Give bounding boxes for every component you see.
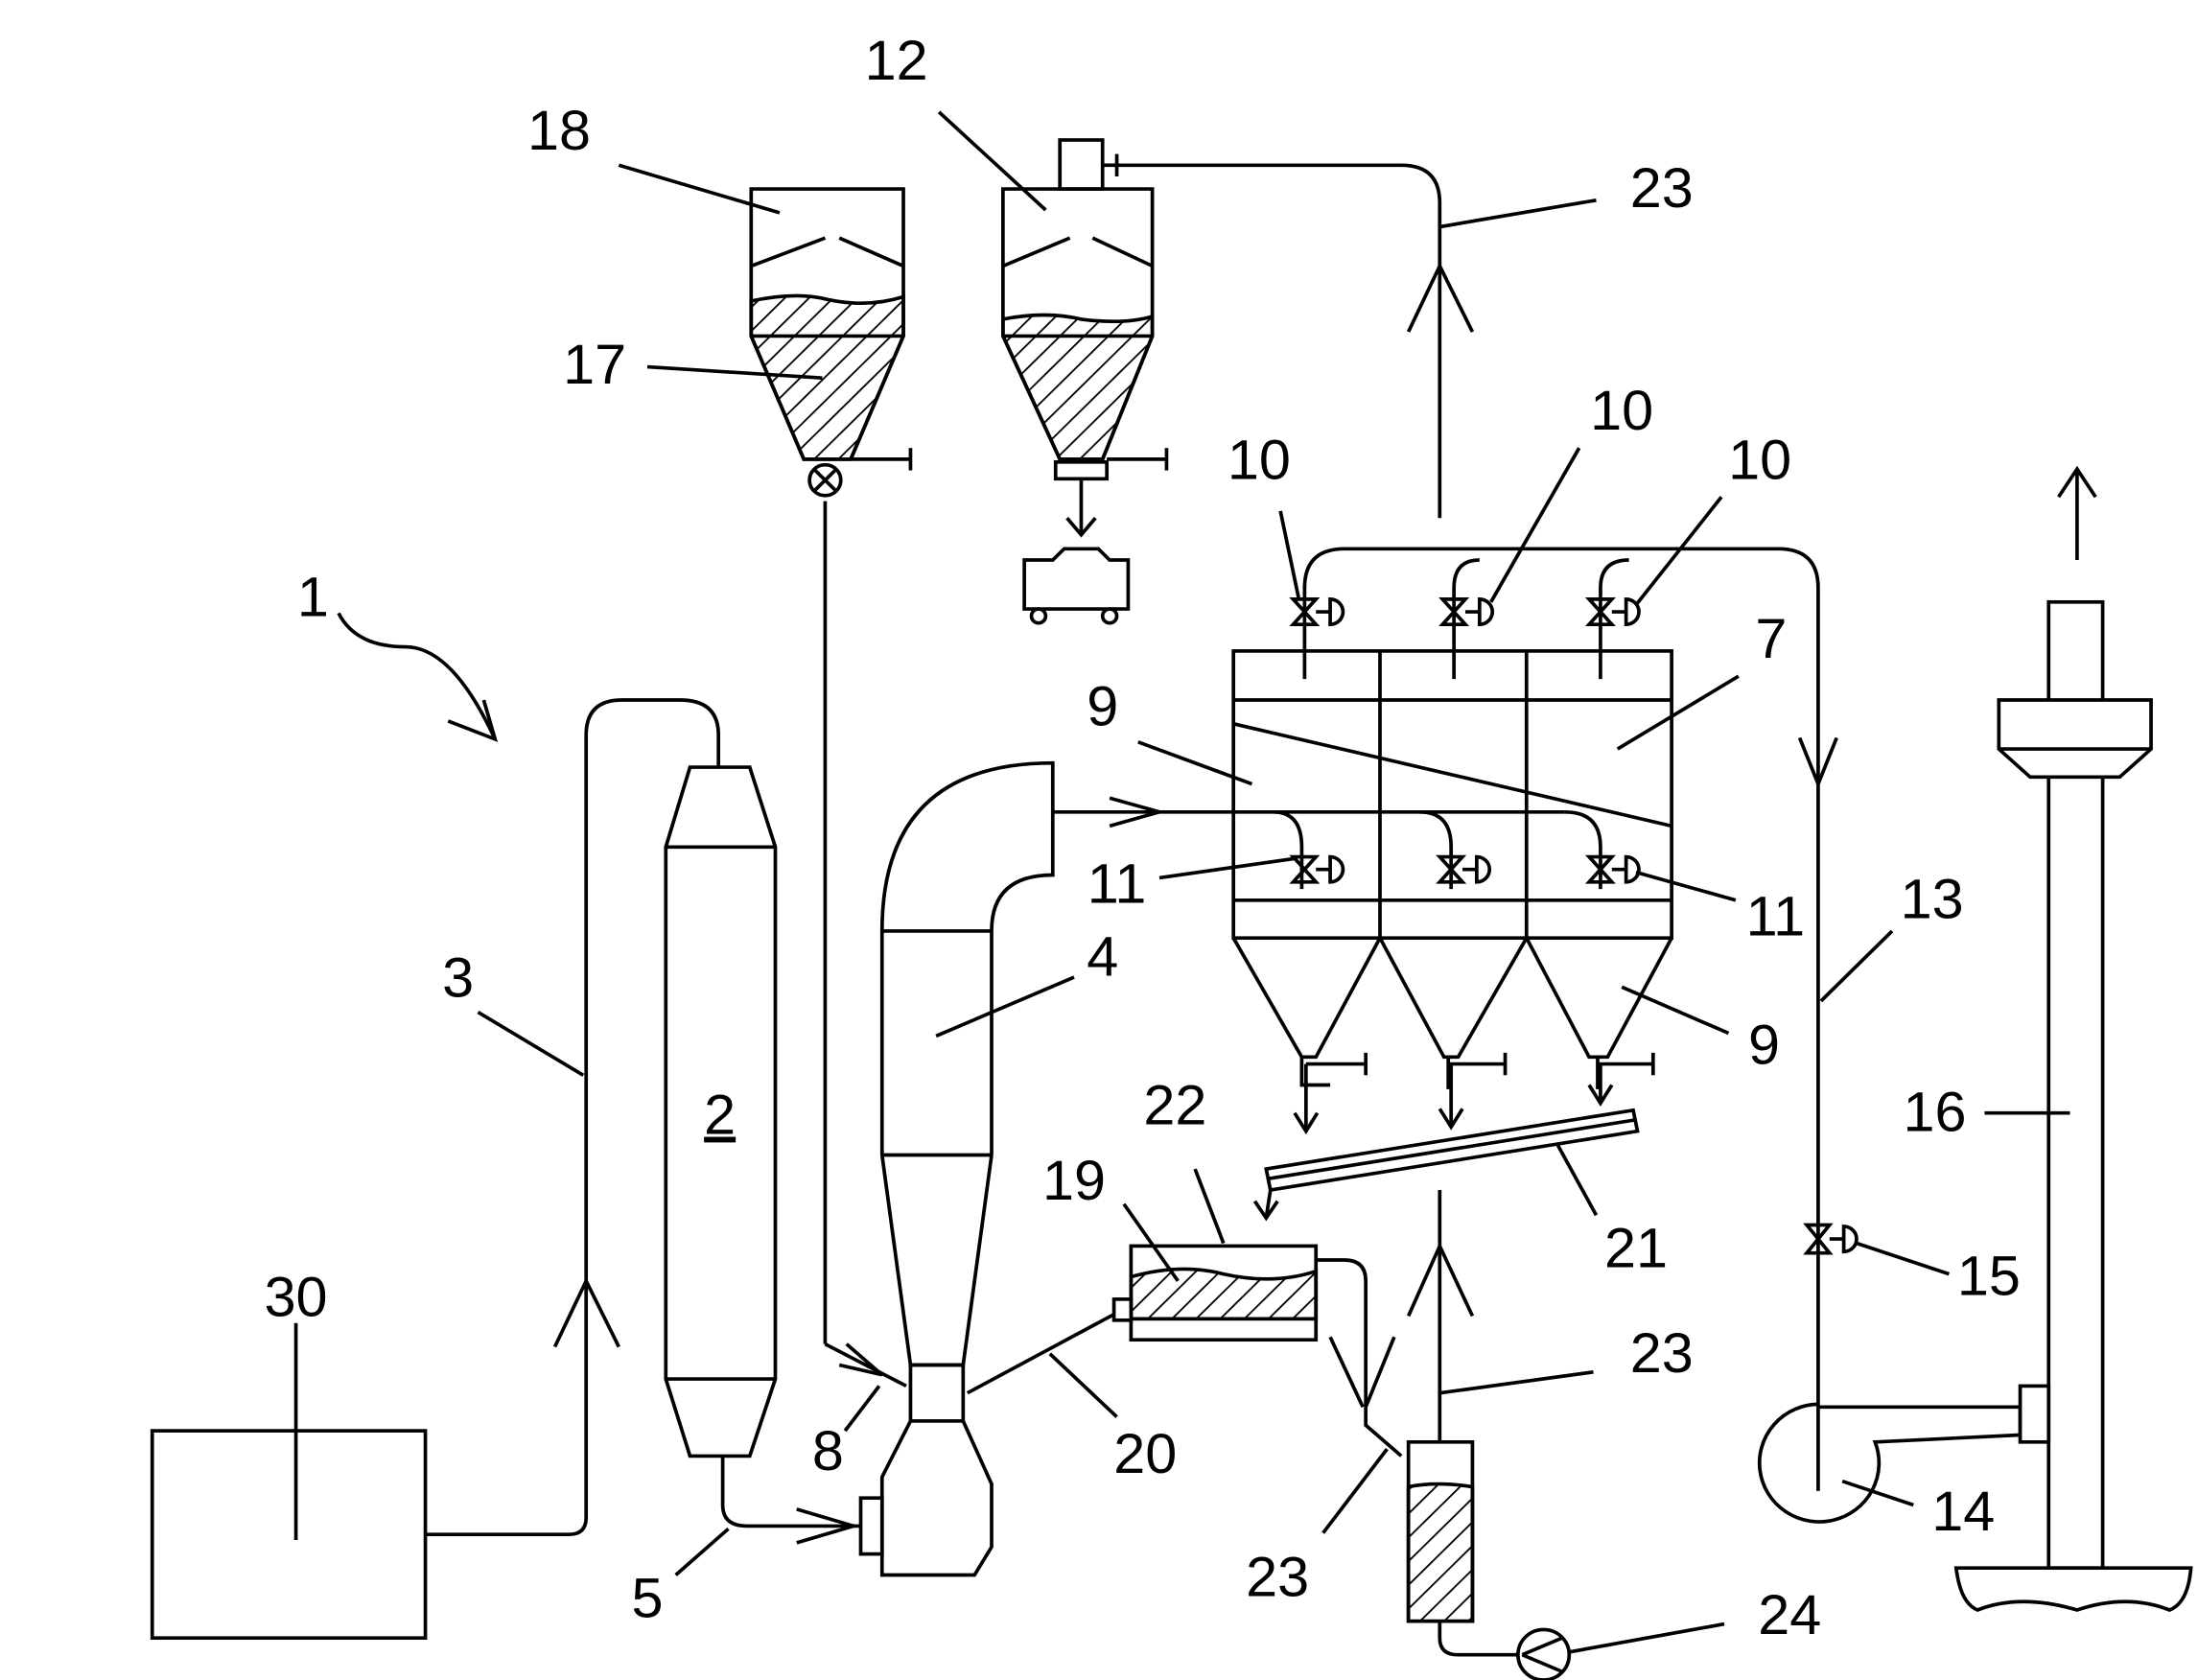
label-14: 14 xyxy=(1931,1481,1995,1542)
label-11b: 11 xyxy=(1746,886,1806,947)
label-21: 21 xyxy=(1604,1218,1668,1279)
filter-7 xyxy=(1137,649,1740,1135)
label-12: 12 xyxy=(865,31,928,92)
line-23-top xyxy=(1116,163,1597,519)
inlet-8 xyxy=(823,501,907,1433)
label-16: 16 xyxy=(1904,1082,1967,1143)
label-4: 4 xyxy=(1087,926,1118,988)
label-17: 17 xyxy=(563,334,626,395)
line-20 xyxy=(966,1307,1125,1418)
silo-12 xyxy=(937,110,1169,625)
pipe-5 xyxy=(674,1456,861,1576)
duct-13 xyxy=(1797,736,1950,1276)
conveyor-21 xyxy=(1252,1108,1640,1222)
reactor-4 xyxy=(858,760,1075,1577)
label-23a: 23 xyxy=(1630,157,1694,219)
label-23b: 23 xyxy=(1630,1322,1694,1384)
label-19: 19 xyxy=(1042,1151,1106,1212)
valves-11 xyxy=(1289,854,1641,884)
label-15: 15 xyxy=(1957,1246,2021,1307)
label-11a: 11 xyxy=(1087,853,1147,915)
label-30: 30 xyxy=(265,1267,328,1328)
label-22: 22 xyxy=(1143,1075,1206,1136)
label-24: 24 xyxy=(1758,1584,1821,1645)
label-10a: 10 xyxy=(1228,430,1291,491)
stack-16 xyxy=(1953,465,2193,1612)
label-20: 20 xyxy=(1113,1423,1177,1484)
valves-10-manifold xyxy=(1278,447,1820,1491)
label-18: 18 xyxy=(527,101,591,162)
fan-14 xyxy=(1757,1402,2023,1524)
label-7: 7 xyxy=(1755,609,1787,670)
tank-19 xyxy=(1111,1168,1396,1409)
label-8: 8 xyxy=(812,1420,844,1482)
label-9a: 9 xyxy=(1087,676,1118,737)
vessel-2 xyxy=(664,765,778,1458)
tank-24 xyxy=(1406,1439,1725,1680)
label-9b: 9 xyxy=(1748,1015,1780,1076)
source-box-30 xyxy=(150,1322,428,1641)
label-10c: 10 xyxy=(1728,430,1791,491)
flue-duct xyxy=(1052,796,1737,902)
label-1: 1 xyxy=(297,567,329,628)
silo-18 xyxy=(618,163,913,498)
label-23c: 23 xyxy=(1246,1547,1309,1608)
plant-pointer-arrow xyxy=(337,612,499,742)
label-3: 3 xyxy=(442,947,474,1009)
label-10b: 10 xyxy=(1590,381,1653,442)
pipe-3 xyxy=(425,698,721,1536)
label-13: 13 xyxy=(1901,869,1964,930)
line-23-bottom xyxy=(1321,1190,1594,1534)
label-2: 2 xyxy=(704,1085,736,1146)
label-5: 5 xyxy=(631,1568,663,1629)
